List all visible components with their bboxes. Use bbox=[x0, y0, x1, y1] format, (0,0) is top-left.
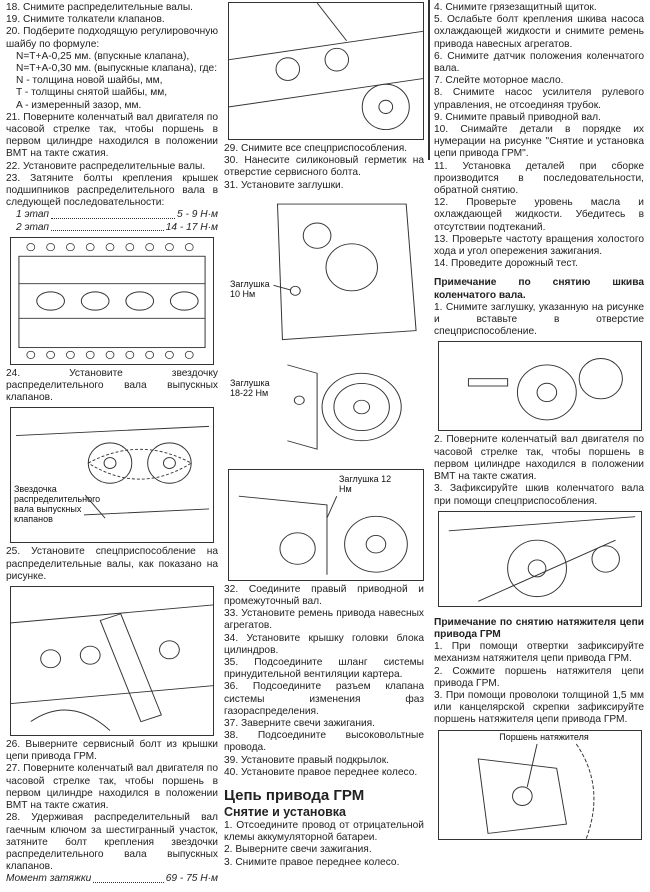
removal-step-2: 2. Выверните свечи зажигания. bbox=[224, 844, 372, 856]
label-exhaust-sprocket: Звездочка распределительного вала выпуск… bbox=[14, 484, 101, 525]
figure-camshaft-removal bbox=[228, 2, 424, 140]
step-40: 40. Установите правое переднее колесо. bbox=[224, 766, 418, 778]
formula-line: N - толщина новой шайбы, мм, bbox=[16, 75, 163, 87]
column-3: 4. Снимите грязезащитный щиток. 5. Ослаб… bbox=[434, 2, 644, 843]
figure-camshaft-tool bbox=[10, 586, 214, 737]
section-heading: Цепь привода ГРМ bbox=[224, 787, 365, 805]
note-tensioner-step-2: 2. Сожмите поршень натяжителя цепи приво… bbox=[434, 665, 644, 689]
step-30: 30. Нанесите силиконовый герметик на отв… bbox=[224, 155, 424, 179]
note-tensioner-title: Примечание по снятию натяжителя цепи при… bbox=[434, 616, 644, 640]
label-plug-10nm: Заглушка 10 Нм bbox=[230, 278, 272, 299]
step-33: 33. Установите ремень привода навесных а… bbox=[224, 608, 424, 632]
step-25: 25. Установите спецприспособление на рас… bbox=[6, 546, 218, 582]
step-18: 18. Снимите распределительные валы. bbox=[6, 2, 193, 13]
removal-step-7: 7. Слейте моторное масло. bbox=[434, 75, 564, 87]
note-pulley-title: Примечание по снятию шкива коленчатого в… bbox=[434, 277, 644, 301]
formula-line: N=T+A-0,25 мм. (впускные клапана), bbox=[16, 50, 190, 62]
figure-tensioner-piston: Поршень натяжителя bbox=[438, 729, 642, 840]
removal-step-6: 6. Снимите датчик положения коленчатого … bbox=[434, 50, 644, 75]
note-tensioner-step-1: 1. При помощи отвертки зафиксируйте меха… bbox=[434, 641, 644, 665]
figure-camshaft-bolt-sequence bbox=[10, 236, 214, 365]
removal-step-5: 5. Ослабьте болт крепления шкива насоса … bbox=[434, 14, 644, 50]
formula-line: T - толщины снятой шайбы, мм, bbox=[16, 87, 168, 99]
figure-plug-18-22nm: Заглушка 18-22 Нм bbox=[228, 347, 424, 466]
figure-exhaust-sprocket: Звездочка распределительного вала выпуск… bbox=[10, 407, 214, 544]
label-plug-18-22nm: Заглушка 18-22 Нм bbox=[230, 377, 280, 398]
formula-line: N=T+A-0,30 мм. (выпускные клапана), где: bbox=[16, 63, 218, 75]
figure-plug-10nm: Заглушка 10 Нм bbox=[228, 194, 424, 345]
note-pulley-step-3: 3. Зафиксируйте шкив коленчатого вала пр… bbox=[434, 483, 644, 507]
column-1: 18. Снимите распределительные валы. 19. … bbox=[6, 2, 218, 886]
formula-line: A - измеренный зазор, мм. bbox=[16, 99, 142, 111]
removal-step-11: 11. Установка деталей при сборке произво… bbox=[434, 160, 644, 197]
label-tensioner-piston: Поршень натяжителя bbox=[489, 731, 599, 742]
removal-step-14: 14. Проведите дорожный тест. bbox=[434, 258, 578, 270]
step-35: 35. Подсоедините шланг системы принудите… bbox=[224, 657, 424, 681]
step-24: 24. Установите звездочку распределительн… bbox=[6, 367, 218, 404]
removal-step-8: 8. Снимите насос усилителя рулевого упра… bbox=[434, 87, 644, 111]
removal-step-12: 12. Проверьте уровень масла и охлаждающе… bbox=[434, 197, 644, 233]
removal-step-1: 1. Отсоедините провод от отрицательной к… bbox=[224, 820, 424, 844]
figure-pulley-holder bbox=[438, 510, 642, 607]
step-19: 19. Снимите толкатели клапанов. bbox=[6, 14, 165, 26]
step-29: 29. Снимите все спецприспособления. bbox=[224, 143, 408, 154]
step-21: 21. Поверните коленчатый вал двигателя п… bbox=[6, 111, 218, 160]
step-23: 23. Затяните болты крепления крышек подш… bbox=[6, 172, 218, 209]
step-26: 26. Выверните сервисный болт из крышки ц… bbox=[6, 739, 218, 763]
note-tensioner-step-3: 3. При помощи проволоки толщиной 1,5 мм … bbox=[434, 689, 644, 726]
step-36: 36. Подсоедините разъем клапана системы … bbox=[224, 681, 424, 717]
step-31: 31. Установите заглушки. bbox=[224, 179, 344, 191]
step-39: 39. Установите правый подкрылок. bbox=[224, 754, 389, 766]
note-pulley-step-2: 2. Поверните коленчатый вал двигателя по… bbox=[434, 434, 644, 483]
column-divider bbox=[428, 0, 430, 160]
step-28: 28. Удерживая распределительный вал гаеч… bbox=[6, 812, 218, 873]
figure-plug-12nm: Заглушка 12 Нм bbox=[228, 468, 424, 581]
step-34: 34. Установите крышку головки блока цили… bbox=[224, 632, 424, 656]
removal-step-13: 13. Проверьте частоту вращения холостого… bbox=[434, 233, 644, 258]
removal-step-10: 10. Снимайте детали в порядке их нумерац… bbox=[434, 124, 644, 160]
removal-step-3: 3. Снимите правое переднее колесо. bbox=[224, 856, 400, 868]
section-subheading: Снятие и установка bbox=[224, 805, 347, 820]
step-38: 38. Подсоедините высоковольтные провода. bbox=[224, 730, 424, 754]
removal-step-9: 9. Снимите правый приводной вал. bbox=[434, 111, 601, 123]
removal-step-4: 4. Снимите грязезащитный щиток. bbox=[434, 2, 597, 13]
step-22: 22. Установите распределительные валы. bbox=[6, 160, 206, 172]
label-plug-12nm: Заглушка 12 Нм bbox=[339, 473, 399, 494]
note-pulley-step-1: 1. Снимите заглушку, указанную на рисунк… bbox=[434, 301, 644, 338]
column-2: 29. Снимите все спецприспособления. 30. … bbox=[224, 2, 424, 869]
figure-pulley-plug bbox=[438, 341, 642, 432]
step-27: 27. Поверните коленчатый вал двигателя п… bbox=[6, 763, 218, 812]
step-20: 20. Подберите подходящую регулировочную … bbox=[6, 26, 218, 50]
step-32: 32. Соедините правый приводной и промежу… bbox=[224, 583, 424, 608]
step-37: 37. Заверните свечи зажигания. bbox=[224, 718, 376, 730]
